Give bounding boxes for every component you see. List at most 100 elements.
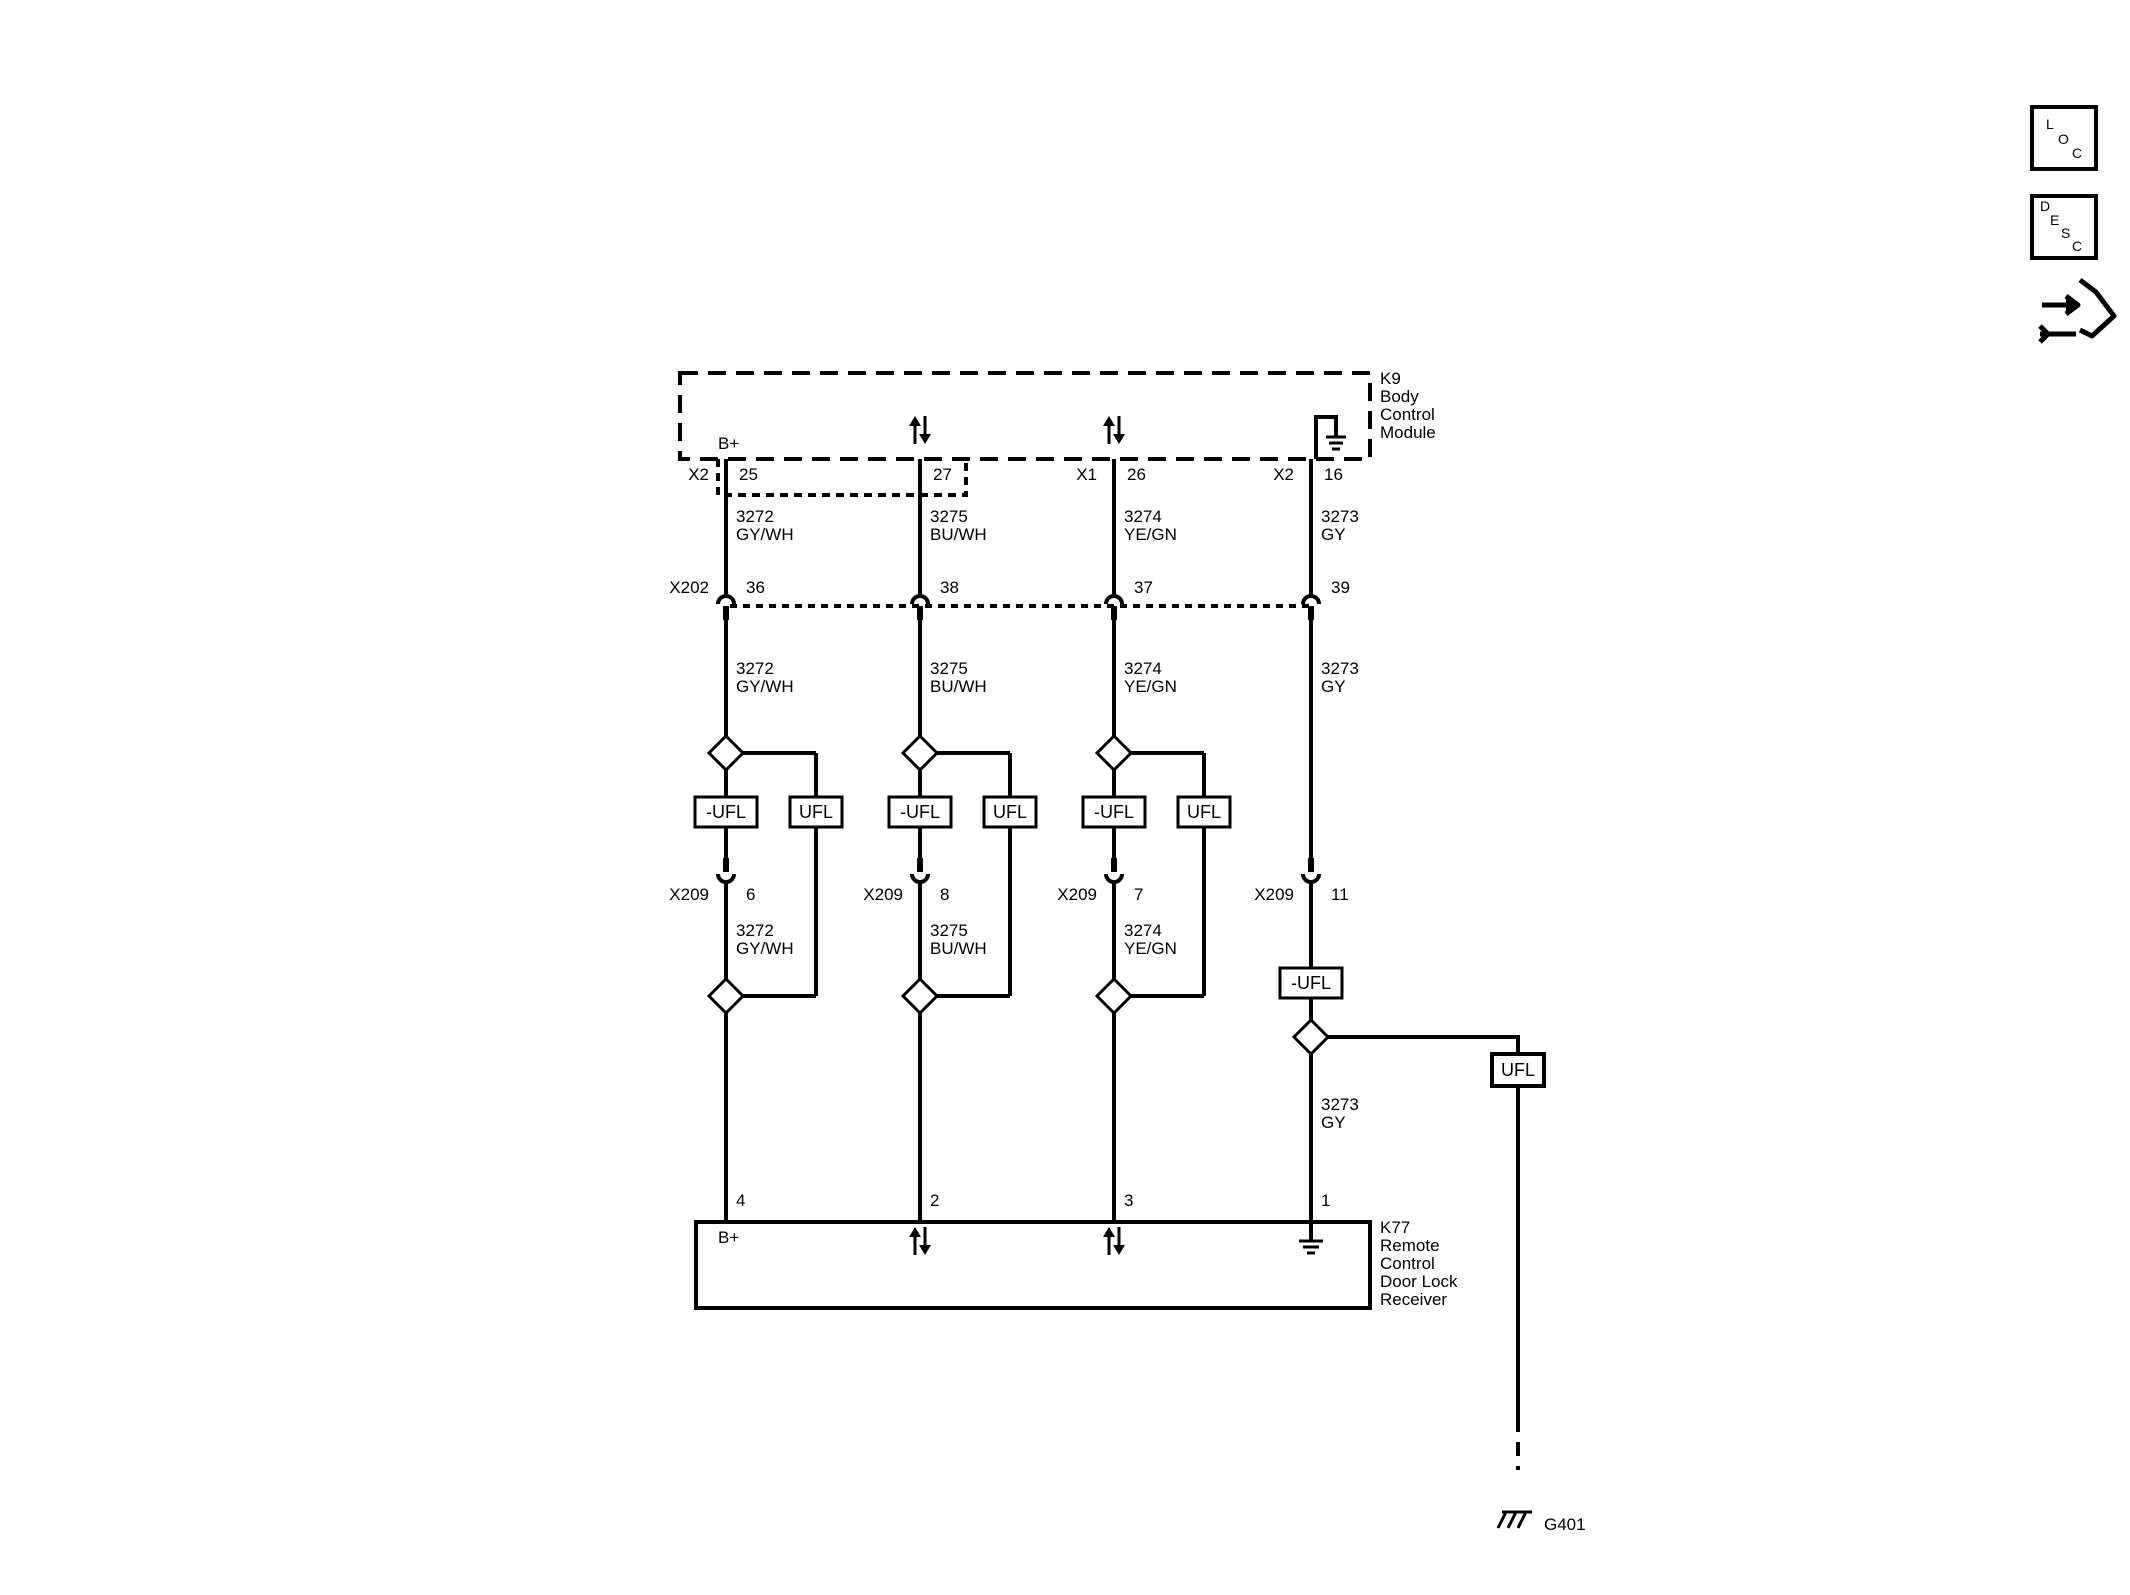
circuit-3273-x202-pin: 39 xyxy=(1331,578,1350,597)
circuit-3273-receiver-pin: 1 xyxy=(1321,1191,1330,1210)
circuit-3275-x202-pin: 38 xyxy=(940,578,959,597)
bcm-bplus: B+ xyxy=(718,434,739,453)
circuit-3274-x209-cup xyxy=(1104,873,1124,884)
circuit-3272-ufl-label: UFL xyxy=(799,802,833,822)
circuit-3275-not-ufl-box xyxy=(887,795,953,829)
circuit-3272-color-top: GY/WH xyxy=(736,525,794,544)
circuit-3273-x202-pin xyxy=(1308,606,1314,620)
receiver-line-4: Receiver xyxy=(1380,1290,1447,1309)
circuit-3272-x202-pin xyxy=(723,606,729,620)
circuit-3273-x209-label: X209 xyxy=(1254,885,1294,904)
circuit-3273-x209-cup xyxy=(1301,873,1321,884)
circuit-3274-circuit-top: 3274 xyxy=(1124,507,1162,526)
circuit-3273-bcm-pin: 16 xyxy=(1324,465,1343,484)
bcm-module: K9 Body Control Module B+ xyxy=(678,369,1436,497)
navigation-repair-icon[interactable] xyxy=(2038,278,2117,344)
circuit-3272-x202-cup xyxy=(716,594,736,605)
ground-ufl-label: UFL xyxy=(1501,1060,1535,1080)
circuit-3275-receiver-arrows-up-head xyxy=(909,1227,921,1237)
circuit-3272-splice-upper xyxy=(706,733,746,773)
circuit-3272-color-mid: GY/WH xyxy=(736,677,794,696)
location-icon[interactable]: L O C xyxy=(2030,105,2098,171)
circuit-3275-circuit-lower: 3275 xyxy=(930,921,968,940)
circuit-3272-x209-pin: 6 xyxy=(746,885,755,904)
desc-letter-s: S xyxy=(2061,225,2070,241)
circuit-3272-circuit-top: 3272 xyxy=(736,507,774,526)
receiver-ref: K77 xyxy=(1380,1218,1410,1237)
receiver-ground-symbol xyxy=(1299,1222,1323,1255)
bcm-ref: K9 xyxy=(1380,369,1401,388)
circuit-3272-x209-cup xyxy=(716,873,736,884)
loc-letter-l: L xyxy=(2046,116,2054,132)
circuit-3274-circuit-lower: 3274 xyxy=(1124,921,1162,940)
circuit-3275-ufl-box xyxy=(982,795,1038,829)
circuit-3275-x209-cup xyxy=(910,873,930,884)
receiver-module: K77 Remote Control Door Lock Receiver B+ xyxy=(694,1218,1458,1310)
desc-letter-c: C xyxy=(2072,238,2082,254)
circuit-3274-splice-upper xyxy=(1094,733,1134,773)
circuit-3273-color-lower: GY xyxy=(1321,1113,1346,1132)
circuit-3275-not-ufl-label: -UFL xyxy=(900,802,940,822)
receiver-bplus: B+ xyxy=(718,1228,739,1247)
circuit-3272-circuit-mid: 3272 xyxy=(736,659,774,678)
circuit-3273-color-mid: GY xyxy=(1321,677,1346,696)
circuit-3274-color-lower: YE/GN xyxy=(1124,939,1177,958)
circuit-3274-x202-pin: 37 xyxy=(1134,578,1153,597)
circuit-3275-color-top: BU/WH xyxy=(930,525,987,544)
bcm-ground-symbol xyxy=(1314,415,1346,459)
circuit-3273-not-ufl-label: -UFL xyxy=(1291,973,1331,993)
circuit-3273-color-top: GY xyxy=(1321,525,1346,544)
circuit-3274-receiver-arrows-up-head xyxy=(1103,1227,1115,1237)
circuit-3274-color-mid: YE/GN xyxy=(1124,677,1177,696)
circuit-3273-x209-pin: 11 xyxy=(1331,885,1349,904)
circuit-3275-splice-lower xyxy=(900,976,940,1016)
circuit-3275-bcm-pin: 27 xyxy=(933,465,952,484)
loc-letter-o: O xyxy=(2058,131,2069,147)
circuit-3274-bcm-arrows-up-head xyxy=(1103,416,1115,426)
bcm-line-1: Body xyxy=(1380,387,1419,406)
circuit-3274-x209-pin: 7 xyxy=(1134,885,1143,904)
circuit-3275-x209-pin: 8 xyxy=(940,885,949,904)
desc-letter-d: D xyxy=(2040,198,2050,214)
circuit-3274-circuit-mid: 3274 xyxy=(1124,659,1162,678)
circuit-3274-not-ufl-label: -UFL xyxy=(1094,802,1134,822)
circuit-3272-bcm-connector: X2 xyxy=(688,465,709,484)
circuit-3274-x202-cup xyxy=(1104,594,1124,605)
x202-label: X202 xyxy=(669,578,709,597)
circuit-3275-color-mid: BU/WH xyxy=(930,677,987,696)
receiver-line-2: Control xyxy=(1380,1254,1435,1273)
circuit-3274-receiver-arrows-down-head xyxy=(1113,1245,1125,1255)
circuit-3272-x202-pin: 36 xyxy=(746,578,765,597)
g401-label: G401 xyxy=(1544,1515,1586,1534)
circuit-3273-circuit-mid: 3273 xyxy=(1321,659,1359,678)
circuit-3272-color-lower: GY/WH xyxy=(736,939,794,958)
circuit-3275-splice-upper xyxy=(900,733,940,773)
circuit-3274-bcm-arrows-down-head xyxy=(1113,434,1125,444)
circuit-3273-splice xyxy=(1291,1017,1331,1057)
circuit-3273-x202-cup xyxy=(1301,594,1321,605)
circuit-3275-bcm-arrows-up-head xyxy=(909,416,921,426)
circuit-3273-circuit-lower: 3273 xyxy=(1321,1095,1359,1114)
circuit-3274-bcm-connector: X1 xyxy=(1076,465,1097,484)
circuit-3272-splice-lower xyxy=(706,976,746,1016)
circuit-3273-circuit-top: 3273 xyxy=(1321,507,1359,526)
g401-ground-symbol xyxy=(1496,1510,1532,1529)
circuit-3272-receiver-pin: 4 xyxy=(736,1191,745,1210)
description-icon[interactable]: D E S C xyxy=(2030,194,2098,260)
circuit-3274-ufl-label: UFL xyxy=(1187,802,1221,822)
circuit-3272-x209-label: X209 xyxy=(669,885,709,904)
receiver-line-3: Door Lock xyxy=(1380,1272,1458,1291)
ground-branch xyxy=(1328,1035,1546,1470)
circuit-3274-receiver-pin: 3 xyxy=(1124,1191,1133,1210)
receiver-line-1: Remote xyxy=(1380,1236,1440,1255)
circuit-3275-color-lower: BU/WH xyxy=(930,939,987,958)
circuit-3274-bcm-pin: 26 xyxy=(1127,465,1146,484)
circuit-3275-x209-label: X209 xyxy=(863,885,903,904)
circuit-3274-x202-pin xyxy=(1111,606,1117,620)
circuit-3275-x202-cup xyxy=(910,594,930,605)
circuit-3272-x209-pin xyxy=(723,858,729,872)
circuit-3275-x202-pin xyxy=(917,606,923,620)
circuit-3275-bcm-arrows-down-head xyxy=(919,434,931,444)
